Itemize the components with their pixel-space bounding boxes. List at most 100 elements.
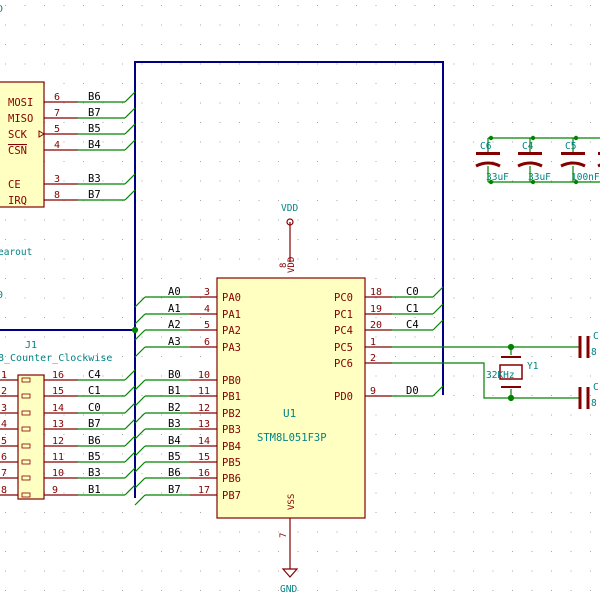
radio-pin-number: 7	[54, 108, 60, 119]
net-label: B6	[88, 91, 101, 103]
grid-dot	[473, 297, 474, 299]
grid-dot	[239, 122, 240, 123]
vdd-symbol[interactable]: VDD	[281, 203, 298, 262]
grid-dot	[492, 336, 494, 338]
grid-dot	[141, 102, 143, 104]
grid-dot	[531, 102, 533, 104]
radio-pin-name: SCK	[8, 129, 28, 141]
grid-dot	[161, 83, 162, 84]
grid-dot	[317, 180, 318, 182]
grid-dot	[336, 161, 338, 162]
grid-dot	[570, 473, 572, 474]
radio-pin-name: MISO	[8, 113, 33, 125]
grid-dot	[83, 239, 84, 240]
grid-dot	[141, 551, 143, 552]
grid-dot	[531, 200, 533, 201]
grid-dot	[375, 44, 377, 45]
connector-pin-left-number: 5	[1, 436, 7, 447]
junction-dot	[488, 135, 494, 141]
grid-dot	[141, 297, 143, 299]
grid-dot	[336, 200, 338, 201]
grid-dot	[531, 83, 533, 84]
grid-dot	[180, 239, 182, 240]
grid-dot	[102, 102, 104, 104]
grid-dot	[570, 5, 572, 6]
grid-dot	[5, 5, 6, 6]
grid-dot	[395, 551, 396, 552]
radio-pin-number: 3	[54, 174, 60, 185]
grid-dot	[375, 375, 377, 377]
junction-dot	[530, 179, 536, 185]
grid-dot	[44, 590, 45, 591]
grid-dot	[336, 219, 338, 221]
grid-dot	[551, 83, 552, 84]
connector-pin-box	[21, 492, 31, 498]
grid-dot	[297, 239, 299, 240]
grid-dot	[395, 24, 396, 26]
grid-dot	[239, 44, 240, 45]
mcu-body[interactable]	[216, 277, 366, 519]
connector-pin-right-number: 16	[52, 370, 64, 381]
grid-dot	[161, 512, 162, 513]
grid-dot	[375, 83, 377, 84]
grid-dot	[141, 414, 143, 416]
grid-dot	[512, 258, 513, 260]
grid-dot	[492, 551, 494, 552]
grid-dot	[102, 141, 104, 143]
grid-dot	[473, 5, 474, 6]
grid-dot	[414, 356, 416, 357]
grid-dot	[570, 122, 572, 123]
grid-dot	[161, 473, 162, 474]
bus-main[interactable]	[134, 61, 444, 395]
wire-pc6[interactable]	[392, 362, 580, 399]
connector-pin-box	[21, 426, 31, 432]
grid-dot	[336, 551, 338, 552]
grid-dot	[102, 122, 104, 123]
grid-dot	[336, 83, 338, 84]
grid-dot	[63, 434, 65, 435]
grid-dot	[531, 395, 533, 396]
grid-dot	[161, 551, 162, 552]
grid-dot	[180, 317, 182, 318]
grid-dot	[63, 102, 65, 104]
grid-dot	[473, 83, 474, 84]
grid-dot	[63, 258, 65, 260]
grid-dot	[395, 219, 396, 221]
grid-dot	[161, 297, 162, 299]
grid-dot	[414, 531, 416, 533]
grid-dot	[63, 161, 65, 162]
grid-dot	[434, 44, 435, 45]
capacitor-ref: C	[593, 331, 599, 342]
grid-dot	[473, 24, 474, 26]
grid-dot	[24, 336, 26, 338]
grid-dot	[356, 122, 357, 123]
grid-dot	[278, 83, 279, 84]
grid-dot	[414, 141, 416, 143]
bus-entry	[134, 329, 146, 341]
grid-dot	[590, 102, 591, 104]
grid-dot	[180, 375, 182, 377]
grid-dot	[180, 473, 182, 474]
grid-dot	[161, 219, 162, 221]
grid-dot	[122, 24, 123, 26]
grid-dot	[180, 44, 182, 45]
gnd-symbol[interactable]: GND	[280, 568, 299, 595]
grid-dot	[297, 83, 299, 84]
mcu-pin-name: PA1	[222, 309, 241, 321]
grid-dot	[414, 434, 416, 435]
mcu-pin-name: PB2	[222, 408, 241, 420]
grid-dot	[375, 453, 377, 455]
grid-dot	[239, 551, 240, 552]
grid-dot	[63, 336, 65, 338]
radio-module-body[interactable]	[0, 81, 45, 208]
radio-pin-name: CSN	[8, 145, 27, 157]
grid-dot	[219, 180, 221, 182]
grid-dot	[180, 336, 182, 338]
grid-dot	[356, 44, 357, 45]
grid-dot	[102, 434, 104, 435]
grid-dot	[258, 258, 260, 260]
grid-dot	[317, 5, 318, 6]
grid-dot	[141, 512, 143, 513]
